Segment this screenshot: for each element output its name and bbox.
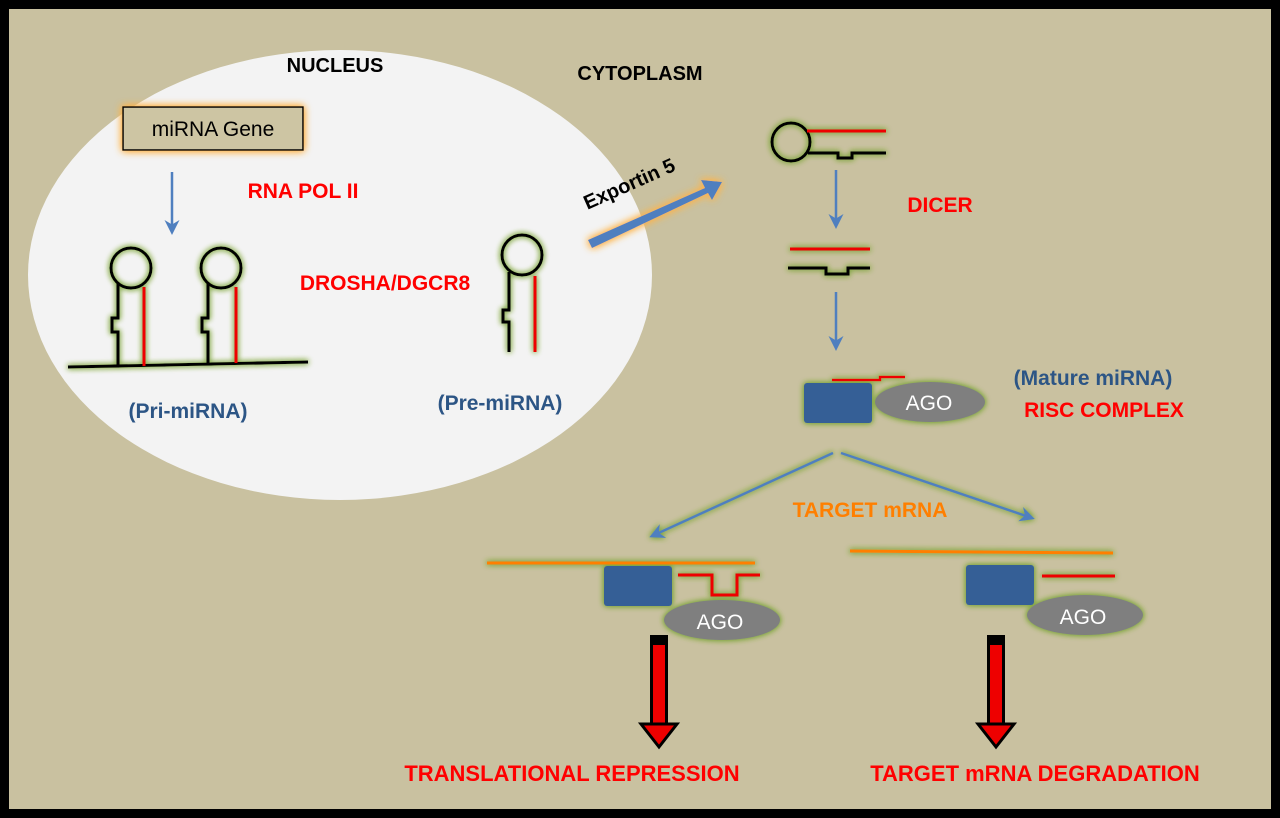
mirna-duplex [788, 247, 870, 276]
dicer-label: DICER [907, 194, 972, 217]
nucleus-label: NUCLEUS [287, 55, 384, 77]
degradation-complex [849, 549, 1143, 635]
degradation-ago-label: AGO [1060, 606, 1107, 629]
target-mrna-label: TARGET mRNA [793, 499, 948, 522]
risc-complex-label: RISC COMPLEX [1024, 399, 1184, 422]
repression-complex [487, 561, 780, 640]
degradation-arrow [974, 635, 1018, 750]
degradation-label: TARGET mRNA DEGRADATION [870, 761, 1200, 786]
mature-mirna-label: (Mature miRNA) [1014, 367, 1173, 390]
branch-arrows [649, 451, 1035, 538]
repression-label: TRANSLATIONAL REPRESSION [404, 761, 739, 786]
rna-pol-label: RNA POL II [248, 180, 359, 203]
pri-mirna-label: (Pri-miRNA) [129, 400, 248, 423]
pre-mirna-label: (Pre-miRNA) [438, 392, 563, 415]
pre-mirna-structure [500, 233, 544, 352]
exportin-arrow [588, 180, 722, 248]
cytoplasmic-pre-mirna [770, 121, 886, 163]
mirna-gene-label: miRNA Gene [152, 118, 275, 141]
pri-mirna-structure [67, 246, 309, 369]
repression-arrow [637, 635, 681, 750]
nucleus-ellipse [28, 50, 652, 500]
risc-complex [804, 375, 985, 423]
drosha-label: DROSHA/DGCR8 [300, 272, 471, 295]
mirna-gene-box [122, 106, 304, 151]
risc-ago-label: AGO [906, 392, 953, 415]
repression-ago-label: AGO [697, 611, 744, 634]
cytoplasm-label: CYTOPLASM [577, 63, 702, 85]
